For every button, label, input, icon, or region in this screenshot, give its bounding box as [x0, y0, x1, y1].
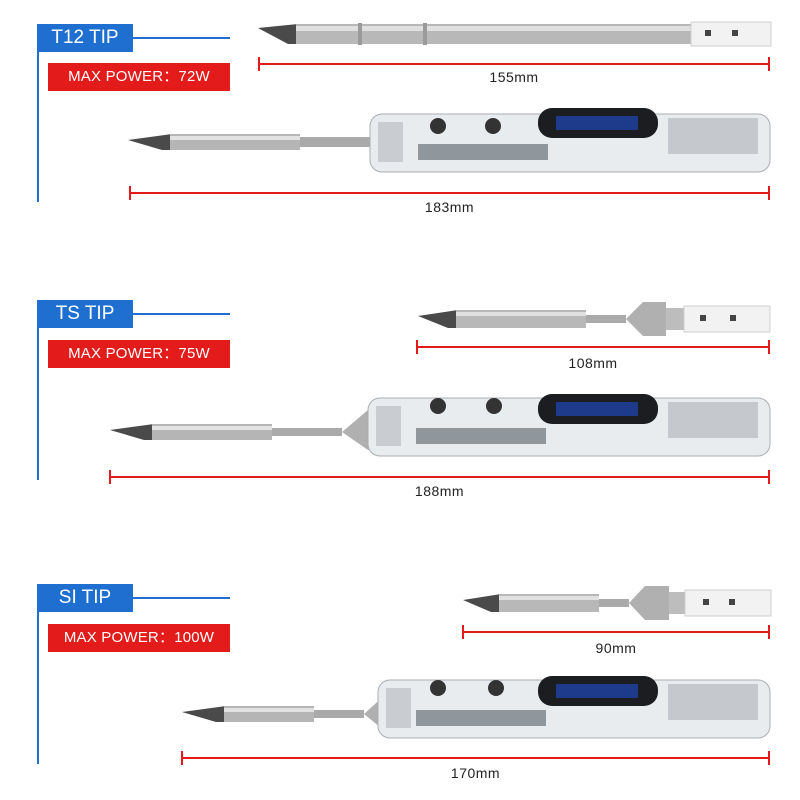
- iron-length-label: 188mm: [414, 483, 465, 499]
- tip-length-label: 155mm: [489, 69, 539, 85]
- vertical-rule: [37, 584, 39, 764]
- iron-length-dimension: [129, 186, 770, 200]
- tip-length-dimension: [462, 625, 770, 639]
- vertical-rule: [37, 300, 39, 480]
- iron-length-label: 170mm: [450, 765, 501, 781]
- max-power-badge: MAX POWER：100W: [48, 624, 230, 652]
- max-power-badge: MAX POWER：75W: [48, 340, 230, 368]
- max-power-badge: MAX POWER：72W: [48, 63, 230, 91]
- tip-length-label: 108mm: [568, 355, 618, 371]
- horizontal-rule: [133, 313, 230, 315]
- section-t12: T12 TIP MAX POWER：72W 155mm 183mm: [0, 0, 800, 260]
- soldering-iron-image: [110, 394, 771, 457]
- tip-length-label: 90mm: [595, 640, 637, 656]
- tip-image: [258, 21, 772, 47]
- horizontal-rule: [133, 37, 230, 39]
- vertical-rule: [37, 24, 39, 202]
- horizontal-rule: [133, 597, 230, 599]
- tip-type-label: TS TIP: [37, 300, 133, 328]
- soldering-iron-image: [128, 108, 771, 173]
- iron-length-dimension: [109, 470, 770, 484]
- soldering-iron-image: [182, 676, 771, 739]
- section-si: SI TIP MAX POWER：100W 90mm 170mm: [0, 0, 800, 781]
- tip-type-label: SI TIP: [37, 584, 133, 612]
- tip-image: [418, 302, 771, 336]
- iron-length-label: 183mm: [424, 199, 475, 215]
- section-ts: TS TIP MAX POWER：75W 108mm 188mm: [0, 0, 800, 499]
- tip-length-dimension: [258, 57, 770, 71]
- tip-image: [463, 586, 772, 620]
- iron-length-dimension: [181, 751, 770, 765]
- tip-length-dimension: [416, 340, 770, 354]
- tip-type-label: T12 TIP: [37, 24, 133, 52]
